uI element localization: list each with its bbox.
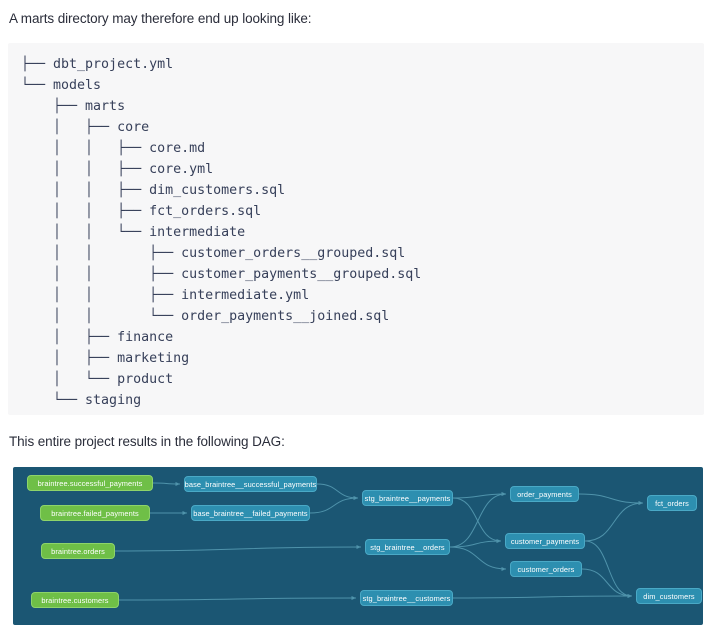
dag-node-base_braintree__failed_payments[interactable]: base_braintree__failed_payments	[191, 505, 310, 521]
dag-node-label: customer_orders	[517, 564, 575, 574]
dag-node-label: dim_customers	[643, 591, 695, 601]
dag-node-stg_braintree__payments[interactable]: stg_braintree__payments	[362, 490, 453, 506]
dag-node-braintree_orders[interactable]: braintree.orders	[41, 543, 115, 559]
dag-node-label: order_payments	[517, 489, 572, 499]
dag-edge-stg_braintree__payments-to-order_payments	[452, 492, 507, 499]
dag-node-label: stg_braintree__customers	[362, 593, 451, 603]
dag-node-label: stg_braintree__payments	[364, 493, 451, 503]
dag-edge-layer	[114, 481, 644, 601]
dag-edge-stg_braintree__customers-to-dim_customers	[452, 594, 633, 599]
dag-edge-stg_braintree__orders-to-customer_payments	[449, 539, 502, 548]
dag-edge-stg_braintree__payments-to-customer_payments	[452, 497, 502, 543]
dag-node-order_payments[interactable]: order_payments	[510, 486, 579, 502]
dag-edge-stg_braintree__orders-to-customer_orders	[449, 546, 507, 571]
dag-node-label: braintree.orders	[51, 546, 105, 556]
dag-diagram: braintree.successful_payments braintree.f…	[13, 467, 703, 625]
dag-edge-braintree_successful_payments-to-base_braintree__successful_payments	[152, 481, 181, 486]
dag-node-label: braintree.successful_payments	[37, 478, 143, 488]
directory-tree-content: ├── dbt_project.yml └── models ├── marts…	[21, 57, 422, 408]
dag-node-dim_customers[interactable]: dim_customers	[636, 588, 702, 604]
dag-node-label: base_braintree__failed_payments	[193, 508, 308, 518]
dag-node-stg_braintree__customers[interactable]: stg_braintree__customers	[360, 590, 453, 606]
dag-edge-stg_braintree__orders-to-order_payments	[449, 492, 507, 548]
dag-edge-braintree_orders-to-stg_braintree__orders	[114, 545, 362, 552]
intro-paragraph: A marts directory may therefore end up l…	[9, 11, 312, 26]
dag-node-braintree_failed_payments[interactable]: braintree.failed_payments	[40, 505, 150, 521]
dag-node-braintree_successful_payments[interactable]: braintree.successful_payments	[27, 475, 153, 491]
dag-edge-base_braintree__successful_payments-to-stg_braintree__payments	[316, 483, 359, 500]
dag-node-base_braintree__successful_payments[interactable]: base_braintree__successful_payments	[184, 476, 317, 492]
dag-edge-customer_payments-to-fct_orders	[584, 501, 644, 542]
dag-edge-customer_orders-to-dim_customers	[581, 568, 633, 598]
dag-node-braintree_customers[interactable]: braintree.customers	[31, 592, 119, 608]
dag-node-customer_orders[interactable]: customer_orders	[510, 561, 582, 577]
directory-tree-code-block: ├── dbt_project.yml └── models ├── marts…	[8, 43, 704, 415]
dag-node-label: stg_braintree__orders	[370, 542, 445, 552]
dag-node-label: base_braintree__successful_payments	[184, 479, 317, 489]
dag-node-customer_payments[interactable]: customer_payments	[505, 533, 585, 549]
dag-node-label: customer_payments	[510, 536, 580, 546]
dag-node-label: fct_orders	[655, 498, 689, 508]
dag-node-label: braintree.customers	[41, 595, 109, 605]
dag-node-stg_braintree__orders[interactable]: stg_braintree__orders	[365, 539, 450, 555]
dag-node-fct_orders[interactable]: fct_orders	[647, 495, 697, 511]
dag-edge-braintree_customers-to-stg_braintree__customers	[118, 596, 357, 601]
dag-node-label: braintree.failed_payments	[51, 508, 139, 518]
dag-edge-order_payments-to-fct_orders	[578, 493, 644, 505]
dag-edge-base_braintree__failed_payments-to-stg_braintree__payments	[309, 496, 359, 514]
dag-paragraph: This entire project results in the follo…	[9, 434, 285, 449]
dag-edge-customer_payments-to-dim_customers	[584, 540, 633, 598]
